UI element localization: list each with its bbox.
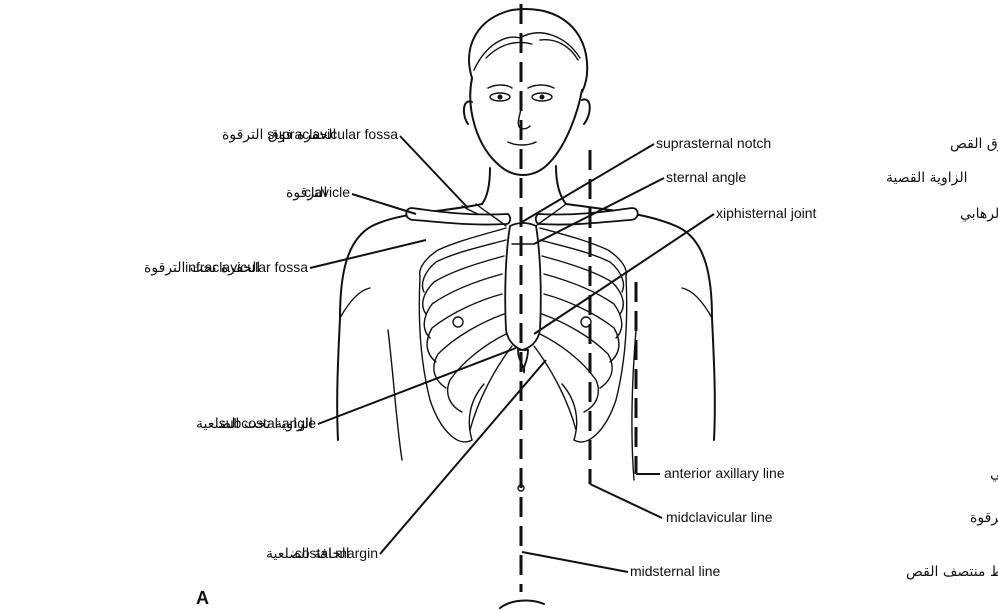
leader-clavicle	[352, 194, 416, 214]
label-anterior-axillary-line: anterior axillary line	[664, 465, 785, 481]
label-clavicle-ar: الترقوة	[286, 185, 327, 201]
leader-lines	[310, 136, 714, 572]
label-sternal-angle-ar: الزاوية القصية	[886, 170, 968, 186]
cropped-next-figure	[500, 601, 544, 608]
label-sternal-angle: sternal angle	[666, 169, 746, 185]
label-suprasternal-notch: suprasternal notch	[656, 135, 771, 151]
label-midclavicular-line-ar: خط منتصف الترقوة	[970, 510, 998, 526]
leader-xiphisternal	[534, 214, 714, 334]
label-costal-margin-ar: الحافة الضلعية	[266, 546, 350, 562]
label-xiphisternal-joint: xiphisternal joint	[716, 205, 816, 221]
head-drawing	[464, 9, 590, 175]
leader-infraclavicular	[310, 240, 426, 268]
label-infraclavicular-fossa-ar: الحفرة تحت الترقوة	[144, 260, 260, 276]
leader-midsternal	[522, 552, 628, 572]
left-nipple	[453, 317, 463, 327]
leader-midclavicular	[590, 484, 662, 518]
label-midsternal-line-ar: خط منتصف القص	[906, 564, 998, 580]
label-midsternal-line: midsternal line	[630, 563, 720, 579]
label-suprasternal-notch-ar: الثلمة فوق القص	[950, 136, 998, 152]
label-anterior-axillary-line-ar: الخط الإبطي الأمامي	[990, 464, 998, 482]
labels-right: suprasternal notch الثلمة فوق القص stern…	[630, 135, 998, 580]
label-midclavicular-line: midclavicular line	[666, 509, 773, 525]
leader-sternal-angle	[534, 178, 664, 244]
labels-left: supraclavicular fossa الحفرة فوق الترقوة…	[144, 126, 398, 562]
leader-supraclavicular	[400, 136, 468, 208]
label-xiphisternal-joint-ar: المفصل الرهابي	[960, 206, 998, 222]
label-subcostal-angle-ar: الزاوية تحت الضلعية	[196, 416, 313, 432]
label-supraclavicular-fossa-ar: الحفرة فوق الترقوة	[222, 127, 336, 143]
panel-letter: A	[196, 588, 209, 608]
